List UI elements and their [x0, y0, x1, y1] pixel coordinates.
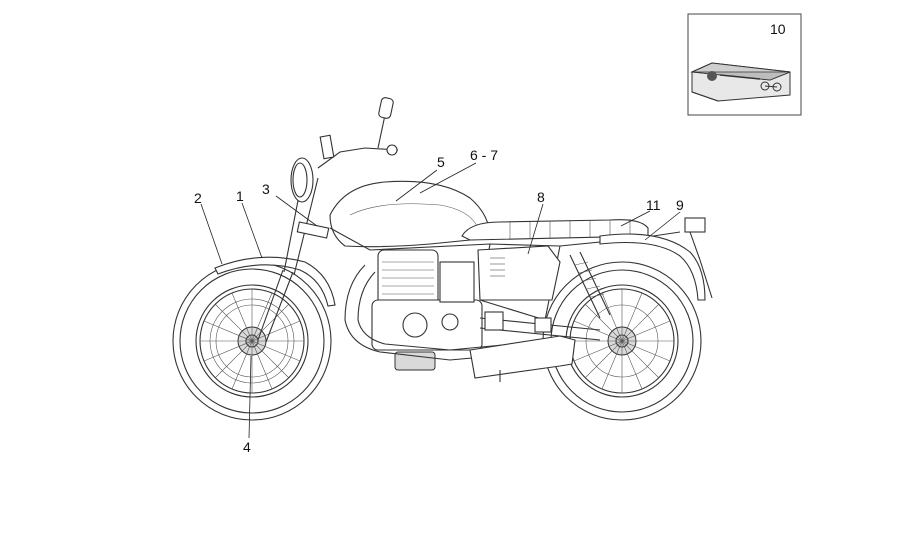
- engine: [371, 249, 483, 371]
- front-wheel: [172, 261, 332, 421]
- callout-10: 10: [770, 21, 786, 37]
- callouts: 1 2 3 4 5 6 - 7 8 9 11: [194, 147, 684, 455]
- side-panel: [477, 245, 561, 301]
- motorcycle-drawing: [172, 97, 713, 421]
- handlebar: [317, 97, 399, 169]
- callout-6-7[interactable]: 6 - 7: [470, 147, 498, 163]
- callout-2[interactable]: 2: [194, 190, 202, 206]
- front-mudguard: [214, 256, 336, 307]
- callout-11[interactable]: 11: [646, 197, 661, 213]
- callout-4[interactable]: 4: [243, 439, 251, 455]
- callout-8[interactable]: 8: [537, 189, 545, 205]
- leader-lines: [200, 162, 681, 439]
- callout-5[interactable]: 5: [437, 154, 445, 170]
- rear-shock: [569, 251, 611, 319]
- callout-3[interactable]: 3: [262, 181, 270, 197]
- rear-mudguard: [599, 233, 706, 301]
- callout-1[interactable]: 1: [236, 188, 244, 204]
- rear-indicator: [684, 217, 713, 299]
- seat: [461, 219, 649, 241]
- owners-manual-icon: [690, 62, 791, 102]
- manual-inset-box[interactable]: 10: [687, 13, 802, 116]
- callout-9[interactable]: 9: [676, 197, 684, 213]
- headlight: [290, 157, 314, 203]
- fuel-tank: [329, 180, 491, 248]
